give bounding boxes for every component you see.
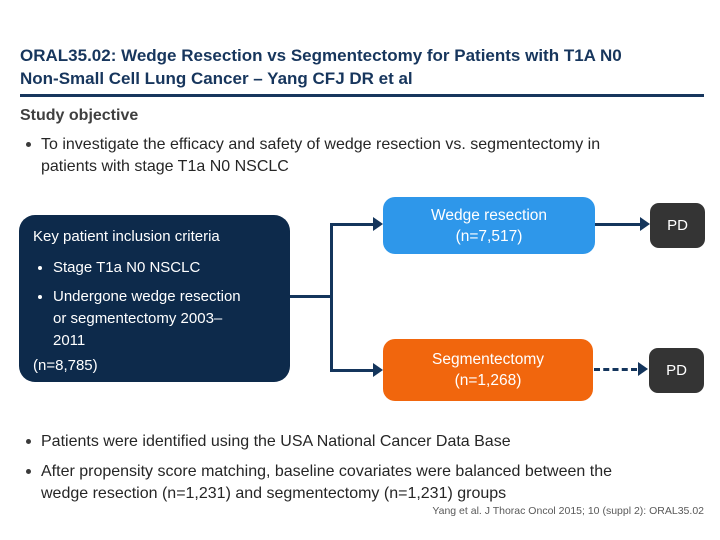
inclusion-bullet-1: Stage T1a N0 NSCLC: [38, 257, 276, 279]
bullet-dot-icon: [26, 142, 31, 147]
arrowhead-to-wedge-icon: [373, 217, 383, 231]
connector-segmentectomy-to-pd-dashed: [594, 368, 637, 371]
connector-vertical: [330, 223, 333, 372]
study-objective-heading: Study objective: [20, 107, 139, 124]
footer-citation: Yang et al. J Thorac Oncol 2015; 10 (sup…: [432, 505, 704, 517]
arrowhead-segmentectomy-pd-icon: [638, 362, 648, 376]
wedge-resection-box: Wedge resection (n=7,517): [383, 197, 595, 254]
objective-bullet: To investigate the efficacy and safety o…: [26, 134, 690, 178]
pd-box-bottom: PD: [649, 348, 704, 393]
inclusion-n-label: (n=8,785): [33, 357, 98, 374]
bullet-dot-icon: [26, 469, 31, 474]
note-bullet-1: Patients were identified using the USA N…: [26, 431, 698, 453]
bullet-dot-icon: [38, 295, 42, 299]
bullet-dot-icon: [26, 439, 31, 444]
inclusion-bullet-2-text: Undergone wedge resection or segmentecto…: [53, 288, 241, 349]
note-1-text: Patients were identified using the USA N…: [41, 433, 511, 450]
connector-arm-top: [330, 223, 374, 226]
bullet-dot-icon: [38, 266, 42, 270]
segmentectomy-box: Segmentectomy (n=1,268): [383, 339, 593, 401]
objective-bullet-text: To investigate the efficacy and safety o…: [41, 136, 601, 175]
inclusion-criteria-box: Key patient inclusion criteria Stage T1a…: [19, 215, 290, 382]
connector-arm-bottom: [330, 369, 374, 372]
slide-title: ORAL35.02: Wedge Resection vs Segmentect…: [20, 46, 622, 88]
arrowhead-wedge-pd-icon: [640, 217, 650, 231]
note-2-text: After propensity score matching, baselin…: [41, 463, 612, 502]
title-underline: [20, 94, 704, 97]
connector-wedge-to-pd: [595, 223, 641, 226]
inclusion-bullet-2: Undergone wedge resection or segmentecto…: [38, 286, 276, 352]
inclusion-box-heading: Key patient inclusion criteria: [33, 228, 220, 245]
connector-stub: [290, 295, 332, 298]
inclusion-bullet-1-text: Stage T1a N0 NSCLC: [53, 259, 201, 276]
pd-box-top: PD: [650, 203, 705, 248]
note-bullet-2: After propensity score matching, baselin…: [26, 461, 698, 505]
arrowhead-to-segmentectomy-icon: [373, 363, 383, 377]
